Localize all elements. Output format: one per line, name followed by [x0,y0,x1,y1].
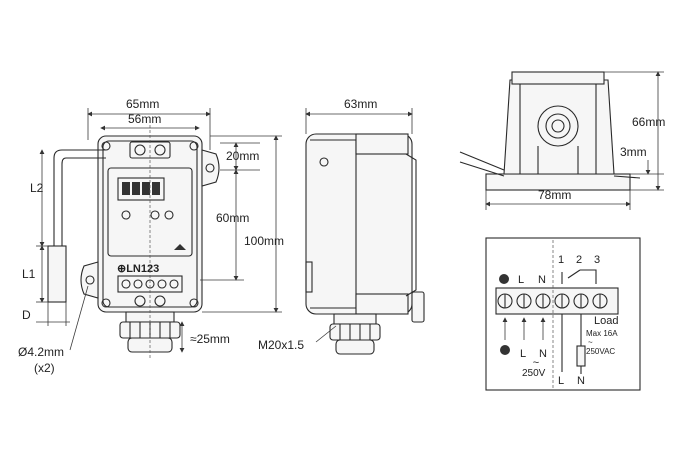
load-rating-current: Max 16A [586,329,618,338]
dim-hole-dia: Ø4.2mm [18,345,64,359]
dim-20mm: 20mm [226,149,259,163]
dim-D: D [22,308,31,322]
pin-1: 1 [558,254,564,266]
label-N-top: N [538,274,546,286]
label-N-bottom: N [539,348,547,360]
dim-56mm: 56mm [128,112,161,126]
dim-L2: L2 [30,181,44,195]
dim-hole-count: (x2) [34,361,55,375]
digit-1 [122,182,130,195]
pin-2: 2 [576,254,582,266]
digit-2 [132,182,140,195]
wiring-terminal-strip [495,287,619,315]
wiring-frame [485,237,641,391]
digit-4 [152,182,160,195]
ground-symbol-bottom [500,345,510,355]
terminal-label: ⊕LN123 [117,263,159,275]
svg-text:~: ~ [533,357,539,369]
label-L-output: L [558,375,564,387]
button-down [164,210,174,220]
svg-text:~: ~ [588,338,593,347]
dim-65mm: 65mm [126,97,159,111]
load-rating-voltage: 250VAC [586,347,615,356]
dim-78mm: 78mm [538,188,571,202]
top-view: 66mm 3mm 78mm [459,71,665,210]
dim-63mm: 63mm [344,97,377,111]
label-L-top: L [518,274,524,286]
dim-25mm: ≈25mm [190,332,230,346]
pin-3: 3 [594,254,600,266]
load-title: Load [594,315,618,327]
wiring-diagram: 1 2 3 L N L N ~ 250V Load Max 16A [485,237,641,391]
side-view: 63mm M20x1.5 [258,97,425,355]
front-dimensions: 65mm 56mm 20mm 60mm 100mm ≈25mm L2 L1 D … [18,97,284,375]
dim-60mm: 60mm [216,211,249,225]
label-L-bottom: L [520,348,526,360]
dim-66mm: 66mm [632,115,665,129]
housing-side [305,133,413,315]
dim-L1: L1 [22,267,36,281]
front-view: ⊕LN123 [47,120,220,360]
button-left [121,210,131,220]
dim-100mm: 100mm [244,234,284,248]
digit-3 [142,182,150,195]
label-N-output: N [577,375,585,387]
load-resistor [576,345,586,367]
dim-thread: M20x1.5 [258,338,304,352]
button-up [150,210,160,220]
dim-3mm: 3mm [620,145,647,159]
supply-voltage: 250V [522,368,546,379]
ground-symbol-top [499,274,509,284]
